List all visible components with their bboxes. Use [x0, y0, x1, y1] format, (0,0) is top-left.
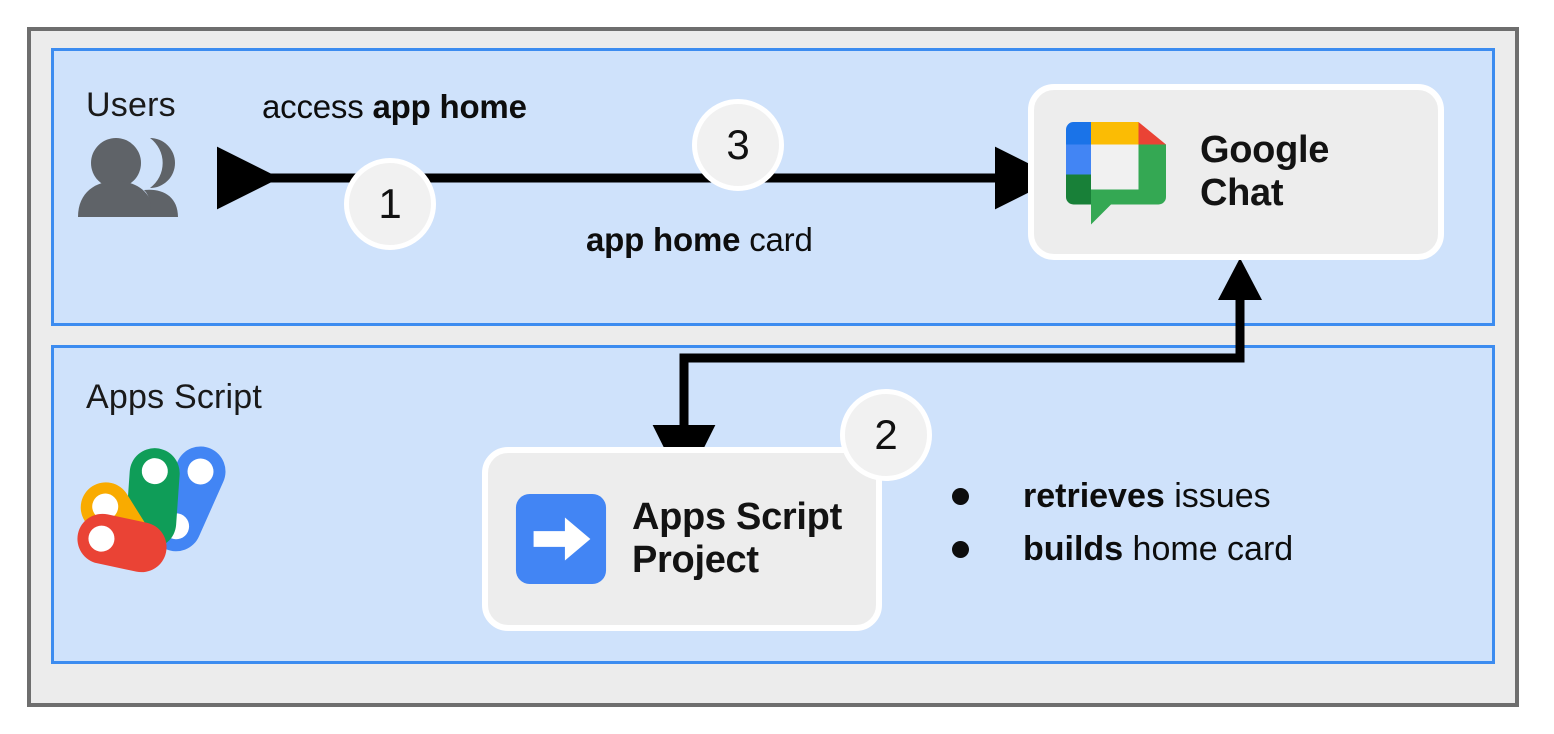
step-badge-3[interactable]: 3 [692, 99, 784, 191]
list-item: builds home card [952, 523, 1293, 576]
edge-label-card-suffix: card [740, 221, 813, 258]
list-item-1-emphasis: builds [1023, 530, 1124, 568]
list-item: retrieves issues [952, 470, 1293, 523]
list-item-text: retrieves issues [1023, 477, 1271, 516]
list-item-0-emphasis: retrieves [1023, 477, 1165, 515]
apps-script-action-list: retrieves issues builds home card [952, 470, 1293, 576]
step-badge-2[interactable]: 2 [840, 389, 932, 481]
edge-label-access-emphasis: app home [372, 88, 527, 125]
edge-label-access-prefix: access [262, 88, 373, 125]
edge-label-card-emphasis: app home [586, 221, 741, 258]
edge-label-app-home-card: app home card [586, 221, 813, 259]
swimlane-users-label: Users [86, 86, 176, 124]
bullet-dot-icon [952, 488, 969, 505]
step-badge-1[interactable]: 1 [344, 158, 436, 250]
edge-label-access-app-home: access app home [262, 88, 527, 126]
card-apps-script-project-line1: Apps Script [632, 495, 842, 538]
bullet-dot-icon [952, 541, 969, 558]
google-chat-logo-icon [1066, 122, 1166, 225]
list-item-1-rest: home card [1123, 530, 1294, 568]
apps-script-project-arrow-icon [515, 493, 607, 585]
card-apps-script-project-line2: Project [632, 539, 759, 581]
card-google-chat-line2: Chat [1200, 172, 1284, 214]
card-google-chat[interactable]: Google Chat [1028, 84, 1444, 260]
list-item-text: builds home card [1023, 530, 1293, 569]
card-apps-script-project[interactable]: Apps Script Project [482, 447, 882, 631]
list-item-0-rest: issues [1164, 477, 1271, 515]
card-google-chat-label: Google Chat [1200, 129, 1329, 216]
swimlane-apps-script-label: Apps Script [86, 378, 263, 416]
card-apps-script-project-label: Apps Script Project [632, 496, 842, 583]
card-google-chat-line1: Google [1200, 128, 1330, 171]
